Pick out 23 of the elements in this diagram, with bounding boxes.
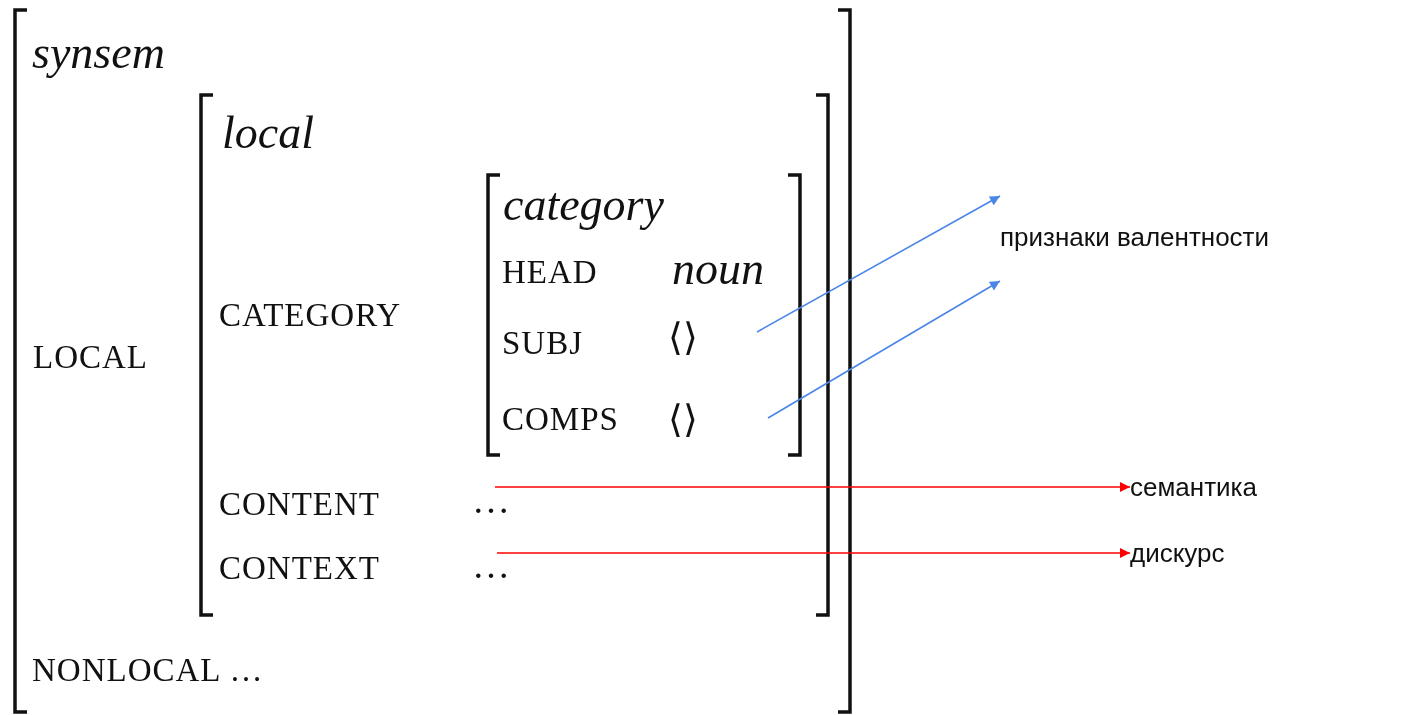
type-label: local [222, 108, 314, 159]
value-label: … [472, 545, 510, 587]
arrow [756, 195, 1001, 333]
annotation-text: дискурс [1130, 537, 1225, 569]
feature-label: SUBJ [502, 325, 584, 362]
arrow [767, 280, 1001, 419]
arrow [494, 482, 1131, 492]
feature-label: COMPS [502, 401, 619, 438]
type-label: noun [672, 244, 764, 295]
feature-label: LOCAL [33, 339, 148, 376]
feature-label: CONTEXT [219, 550, 380, 587]
feature-label: HEAD [502, 254, 598, 291]
type-label: category [503, 180, 664, 231]
arrow [496, 548, 1131, 558]
feature-label: NONLOCAL … [32, 652, 264, 689]
value-label: … [472, 480, 510, 522]
value-label: ⟨⟩ [668, 317, 698, 359]
type-label: synsem [32, 28, 165, 79]
feature-label: CATEGORY [219, 297, 402, 334]
value-label: ⟨⟩ [668, 399, 698, 441]
annotation-text: семантика [1130, 471, 1257, 503]
feature-label: CONTENT [219, 486, 380, 523]
annotation-text: признаки валентности [1000, 222, 1270, 253]
